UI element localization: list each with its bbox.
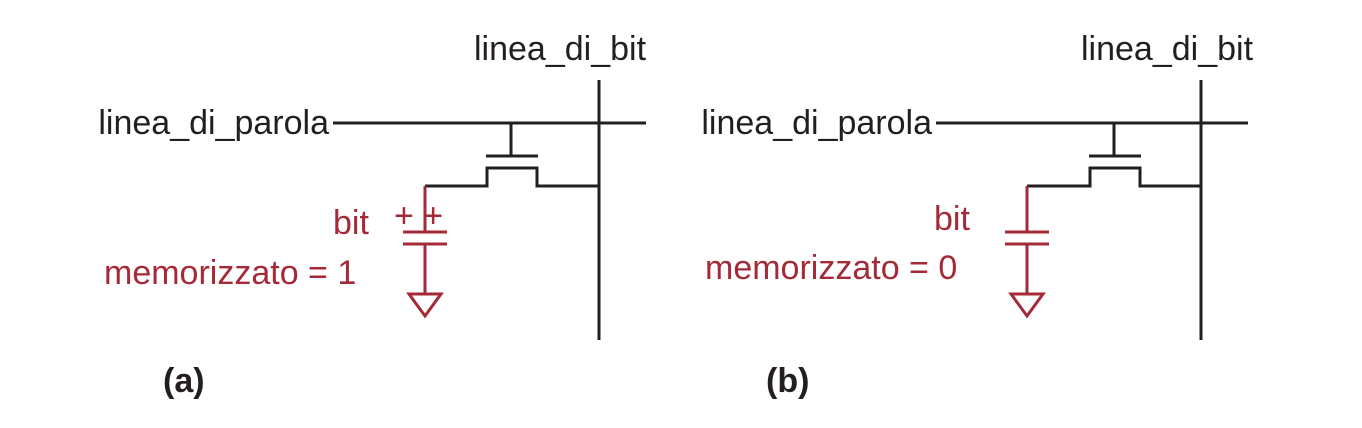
panel-b: linea_di_bit linea_di_parola bit memoriz… [701,30,1253,400]
stored-value-label: memorizzato = 1 [104,254,356,292]
bit-label: bit [934,200,970,238]
storage-capacitor [403,186,447,294]
panel-label-a: (a) [163,362,205,400]
ground-icon [1008,292,1046,319]
stored-value-label: memorizzato = 0 [705,249,957,287]
ground-icon [406,292,444,319]
storage-capacitor [1005,186,1049,294]
panel-label-b: (b) [766,362,809,400]
charge-marks: + + [394,197,443,235]
panel-a: linea_di_bit linea_di_parola bit + + mem… [98,30,646,400]
bit-line-label: linea_di_bit [474,30,647,68]
word-line-label: linea_di_parola [701,104,932,142]
access-transistor [425,123,599,188]
word-line-label: linea_di_parola [98,104,329,142]
bit-line-label: linea_di_bit [1081,30,1254,68]
access-transistor [1027,123,1201,188]
bit-label: bit [333,204,369,242]
